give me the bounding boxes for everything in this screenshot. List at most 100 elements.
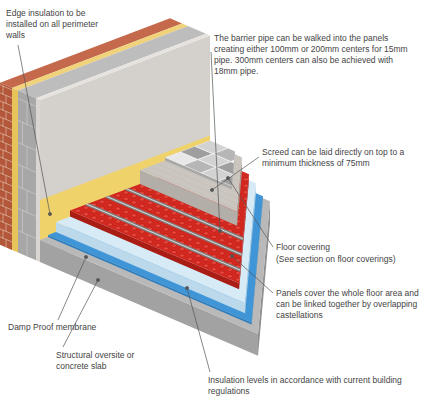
mortar-joint	[6, 95, 7, 103]
castellation	[148, 201, 153, 204]
castellation	[268, 285, 273, 288]
floor-tile	[309, 214, 342, 228]
castellation	[196, 241, 201, 244]
block-layer-top	[18, 26, 206, 98]
mortar-joint	[6, 175, 7, 183]
castellation	[156, 244, 161, 247]
castellation	[292, 218, 297, 221]
floor-tile	[255, 191, 288, 204]
castellation	[420, 253, 425, 256]
floor-tile	[267, 171, 300, 184]
castellation	[244, 197, 249, 200]
mortar-joint	[27, 190, 28, 212]
castellation	[140, 204, 145, 207]
castellation	[332, 241, 337, 244]
leader-dot	[185, 286, 188, 289]
block-layer-end	[18, 91, 36, 261]
mortar-joint	[3, 134, 4, 142]
mortar-joint	[27, 102, 28, 124]
castellation	[356, 239, 361, 242]
castellation	[324, 212, 329, 215]
floor-tile	[273, 198, 306, 212]
leader-dot	[96, 278, 99, 281]
castellation	[308, 270, 313, 273]
castellation	[164, 215, 169, 218]
floor-tile	[393, 226, 426, 240]
castellation	[292, 198, 297, 201]
castellation	[316, 209, 321, 212]
castellation	[140, 230, 145, 233]
castellation	[244, 281, 249, 284]
castellation	[196, 261, 201, 264]
castellation	[148, 240, 153, 243]
castellation	[316, 280, 321, 283]
castellation	[388, 240, 393, 243]
castellation	[244, 210, 249, 213]
castellation	[140, 217, 145, 220]
castellation	[92, 216, 97, 219]
castellation	[340, 271, 345, 274]
castellation	[348, 248, 353, 251]
callout-label: Screed can be laid directly on top to a …	[262, 147, 422, 169]
castellation	[372, 239, 377, 242]
leader-line	[18, 45, 50, 214]
castellation	[260, 262, 265, 265]
castellation	[412, 256, 417, 259]
castellation	[276, 269, 281, 272]
castellation	[244, 249, 249, 252]
floor-tile	[270, 185, 303, 198]
castellation	[268, 279, 273, 282]
castellation	[316, 215, 321, 218]
floor-tile	[213, 148, 246, 162]
castellation	[300, 221, 305, 224]
mortar-joint	[6, 223, 7, 231]
castellation	[228, 242, 233, 245]
castellation	[268, 195, 273, 198]
castellation	[204, 245, 209, 248]
castellation	[172, 250, 177, 253]
castellation	[268, 266, 273, 269]
castellation	[372, 233, 377, 236]
castellation	[260, 223, 265, 226]
castellation	[156, 224, 161, 227]
castellation	[308, 212, 313, 215]
castellation	[276, 230, 281, 233]
leader-line	[63, 280, 98, 347]
castellation	[260, 249, 265, 252]
mortar-joint	[3, 230, 4, 238]
castellation	[252, 207, 257, 210]
castellation	[172, 218, 177, 221]
castellation	[332, 235, 337, 238]
castellation	[212, 229, 217, 232]
castellation	[388, 246, 393, 249]
plaster-layer-top	[36, 34, 210, 100]
plaster-layer-end	[36, 98, 40, 262]
castellation	[364, 242, 369, 245]
floor-tile	[288, 193, 321, 207]
screed-texture	[171, 158, 391, 253]
castellation	[84, 213, 89, 216]
castellation	[228, 268, 233, 271]
mortar-joint	[3, 102, 4, 110]
castellation	[268, 259, 273, 262]
floor-tile	[303, 187, 336, 201]
castellation	[292, 237, 297, 240]
castellation	[340, 284, 345, 287]
castellation	[236, 278, 241, 281]
castellation	[140, 198, 145, 201]
castellation	[348, 274, 353, 277]
castellation	[100, 213, 105, 216]
castellation	[292, 283, 297, 286]
mortar-joint	[6, 191, 7, 199]
mortar-joint	[22, 211, 23, 233]
castellation	[236, 226, 241, 229]
mortar-joint	[3, 166, 4, 174]
castellation	[252, 188, 257, 191]
castellation	[308, 231, 313, 234]
castellation	[196, 228, 201, 231]
screed-texture	[178, 156, 398, 251]
castellation	[132, 233, 137, 236]
castellation	[260, 217, 265, 220]
castellation	[284, 214, 289, 217]
castellation	[372, 246, 377, 249]
